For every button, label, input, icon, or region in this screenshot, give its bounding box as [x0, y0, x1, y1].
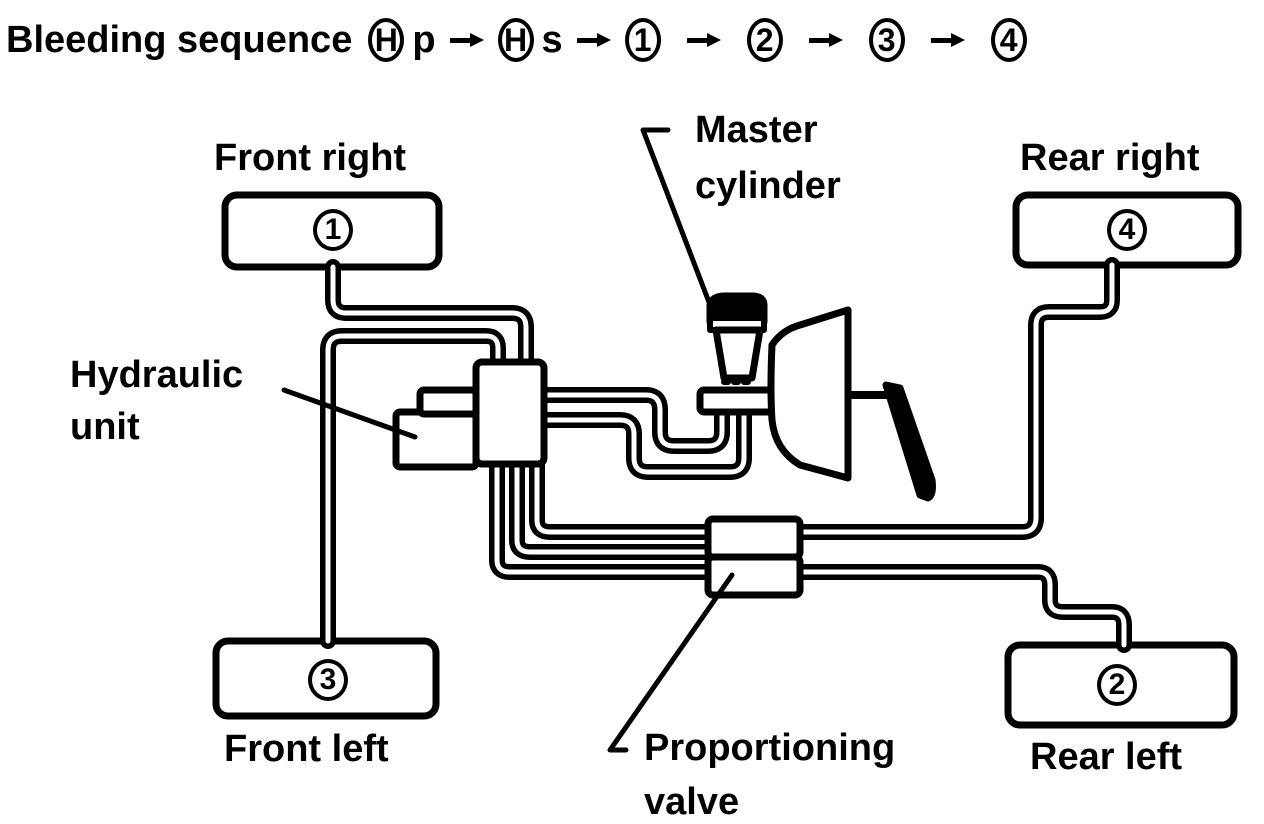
- wheel-number-front-left: 3: [308, 659, 348, 701]
- sequence-step-1: 1: [624, 18, 661, 62]
- label-master-cylinder-line1: Master: [695, 109, 818, 151]
- circled-h-icon: H: [368, 18, 405, 62]
- sequence-step-4: 4: [990, 18, 1027, 62]
- label-rear-right: Rear right: [1020, 137, 1200, 179]
- label-hydraulic-unit-line2: unit: [70, 406, 140, 448]
- label-front-left: Front left: [224, 728, 389, 770]
- wheel-number-front-right: 1: [313, 209, 353, 251]
- step-suffix: p: [412, 18, 436, 61]
- right-arrow-icon: [449, 33, 484, 47]
- label-master-cylinder-line2: cylinder: [695, 165, 841, 207]
- step-suffix: s: [541, 18, 563, 61]
- circled-number-icon: 4: [990, 18, 1027, 62]
- label-proportioning-valve-line1: Proportioning: [644, 727, 896, 769]
- sequence-step-2: 2: [746, 18, 783, 62]
- sequence-step-3: 3: [868, 18, 905, 62]
- wheel-number-rear-left: 2: [1097, 664, 1137, 706]
- right-arrow-icon: [808, 33, 843, 47]
- label-proportioning-valve-line2: valve: [644, 781, 740, 823]
- sequence-step-hs: H s: [497, 18, 563, 62]
- circled-number-icon: 1: [624, 18, 661, 62]
- master-cylinder: [696, 292, 936, 502]
- sequence-label: Bleeding sequence: [6, 18, 353, 61]
- label-front-right: Front right: [214, 137, 407, 179]
- right-arrow-icon: [576, 33, 611, 47]
- leader-line-hydraulic-unit: [281, 387, 418, 440]
- circled-number-icon: 3: [868, 18, 905, 62]
- brake-lines: [320, 257, 1132, 653]
- right-arrow-icon: [686, 33, 721, 47]
- proportioning-valve: [704, 515, 804, 599]
- brake-booster: [767, 306, 852, 482]
- label-hydraulic-unit-line1: Hydraulic: [70, 354, 244, 396]
- brake-pedal: [882, 381, 936, 502]
- circled-h-icon: H: [497, 18, 534, 62]
- hydraulic-unit: [392, 358, 548, 471]
- sequence-step-hp: H p: [368, 18, 436, 62]
- bleeding-sequence: Bleeding sequence H p H s 1 2 3 4: [6, 10, 1027, 70]
- wheel-number-rear-right: 4: [1107, 209, 1147, 251]
- leader-line-master-cylinder: [640, 127, 715, 313]
- leader-line-proportioning-valve: [607, 572, 735, 753]
- circled-number-icon: 2: [746, 18, 783, 62]
- right-arrow-icon: [930, 33, 965, 47]
- label-rear-left: Rear left: [1030, 736, 1183, 778]
